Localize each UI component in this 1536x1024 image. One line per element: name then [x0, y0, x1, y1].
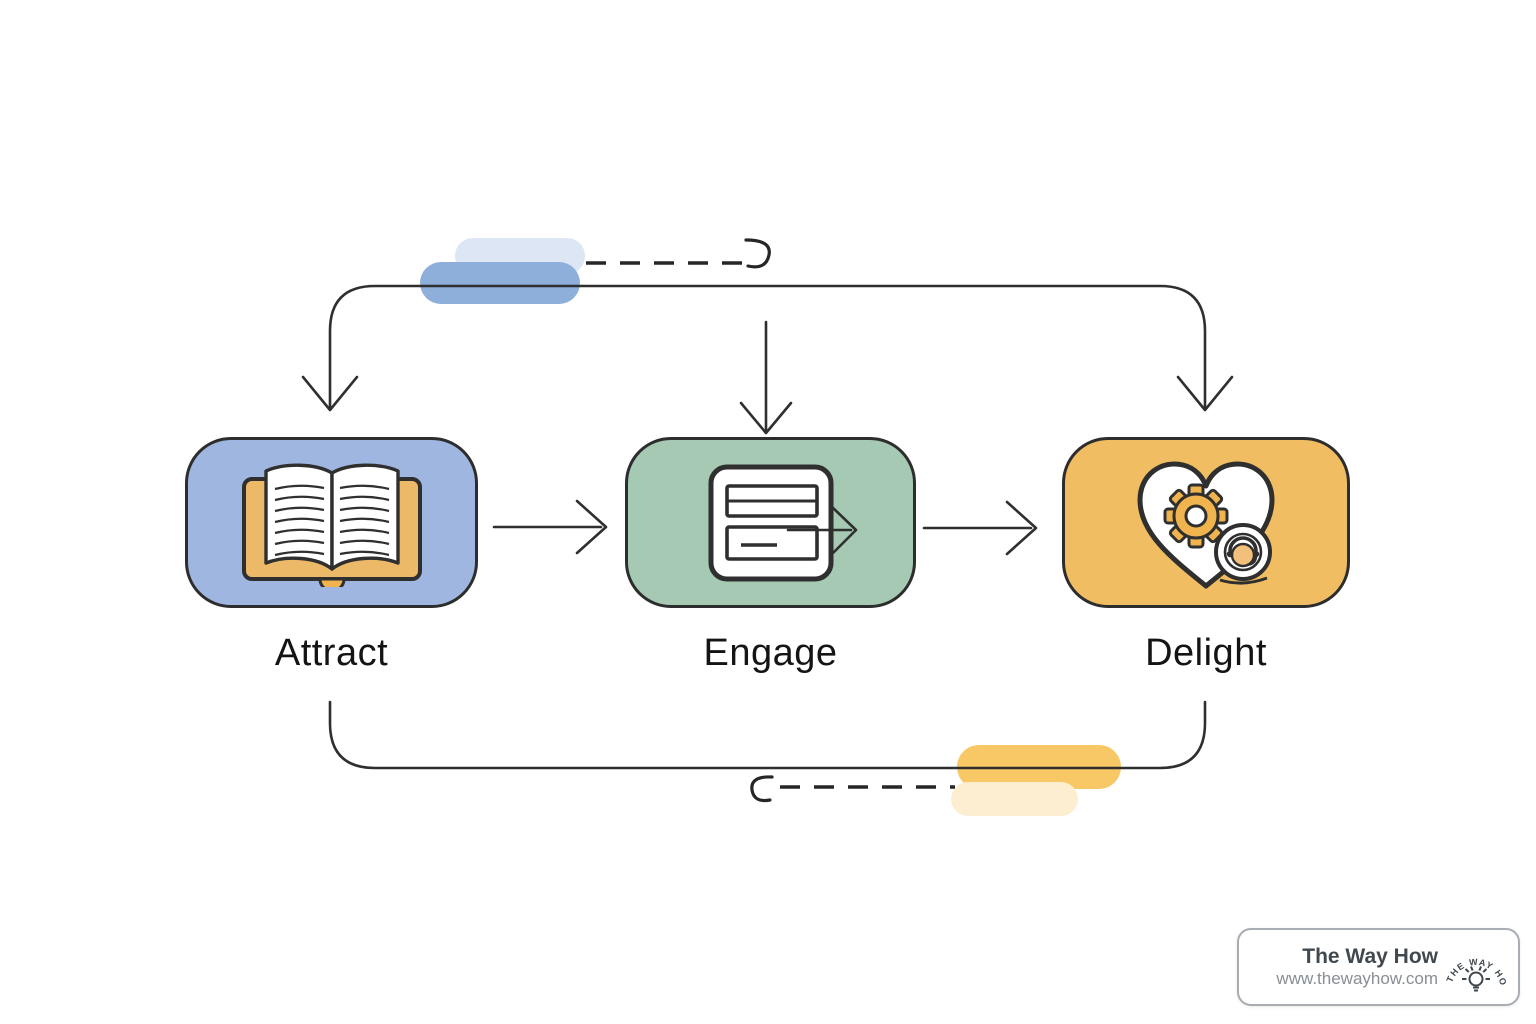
watermark-url: www.thewayhow.com [1276, 969, 1438, 989]
gear-icon [1163, 483, 1229, 548]
watermark-text-block: The Way How www.thewayhow.com [1276, 944, 1438, 990]
lightbulb-icon [1462, 966, 1490, 992]
heart-gear-support-icon [1137, 461, 1275, 588]
engage-down-arrowhead [739, 401, 793, 435]
top-dashed-hook [744, 238, 771, 269]
stage-label-attract: Attract [274, 632, 389, 674]
watermark-card: The Way How www.thewayhow.com THE WAY HO… [1237, 928, 1520, 1006]
stage-label-delight: Delight [1145, 632, 1267, 674]
bottom-dashed-hook [750, 775, 774, 803]
form-document-icon [708, 464, 833, 581]
arrow-attract-to-engage-head [575, 499, 608, 555]
stage-engage: Engage [625, 437, 916, 675]
stage-box-delight [1062, 437, 1350, 608]
support-agent-icon [1214, 522, 1272, 584]
highlight-pill-blue [420, 262, 580, 304]
highlight-pill-yellow-light [951, 782, 1078, 816]
book-text-lines [274, 484, 389, 556]
stage-label-engage: Engage [703, 632, 838, 674]
watermark-title: The Way How [1302, 944, 1438, 968]
top-loop-line [328, 284, 1207, 410]
open-book-icon [241, 463, 422, 587]
svg-text:THE WAY HOW: THE WAY HOW [1444, 935, 1508, 987]
top-loop-arrowhead-left [301, 375, 359, 412]
watermark-logo-icon: THE WAY HOW [1444, 935, 1508, 992]
arrow-engage-to-delight-head [1005, 500, 1038, 556]
stage-attract: Attract [185, 437, 478, 675]
stage-delight: Delight [1062, 437, 1350, 675]
top-loop-arrowhead-right [1176, 375, 1234, 412]
stage-box-engage [625, 437, 916, 608]
stage-box-attract [185, 437, 478, 608]
watermark-logo-arc-text: THE WAY HOW [1444, 935, 1508, 987]
